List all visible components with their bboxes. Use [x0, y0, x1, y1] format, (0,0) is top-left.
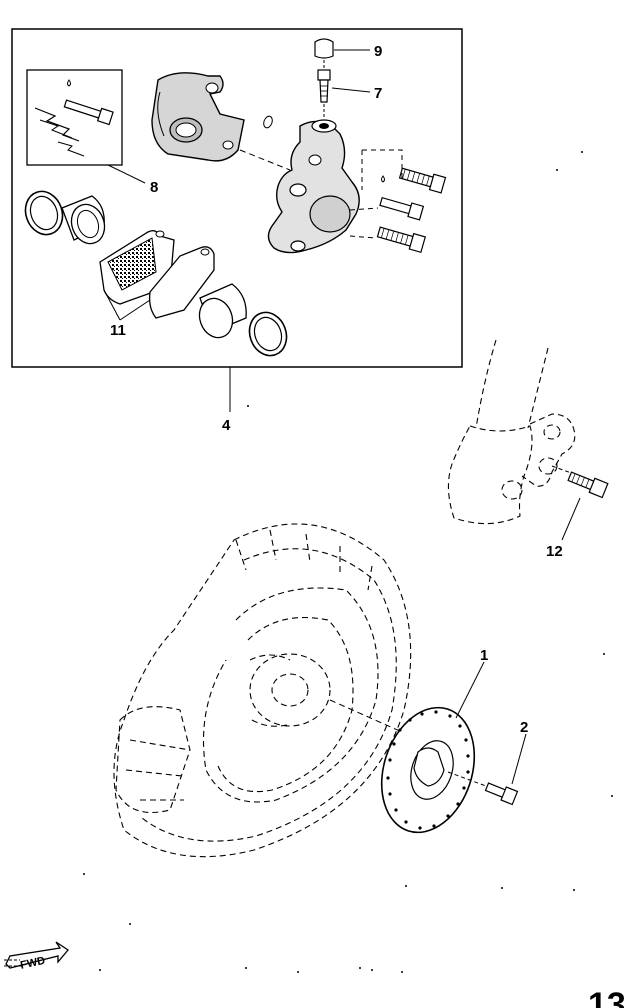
caliper-bracket — [151, 72, 245, 162]
fwd-label: FWD — [19, 955, 46, 972]
forward-arrow-icon — [4, 941, 69, 969]
leader-line-2 — [511, 733, 527, 785]
callout-8: 8 — [150, 179, 158, 196]
leader-line-11a — [103, 289, 121, 321]
scan-specks — [83, 151, 613, 973]
front-wheel-tire — [113, 523, 412, 858]
caliper-bolt-middle — [379, 196, 425, 221]
page-number: 13 — [588, 986, 624, 1008]
caliper-assembly-frame — [11, 28, 463, 368]
bleed-screw — [317, 69, 331, 103]
leader-line-8 — [107, 164, 146, 184]
callout-7: 7 — [374, 85, 382, 102]
disc-bolt — [484, 782, 519, 806]
piston-right — [198, 283, 247, 339]
bracket-bolt-inset — [26, 69, 123, 166]
callout-1: 1 — [480, 647, 488, 664]
piston-seal-right — [248, 311, 288, 357]
callout-4: 4 — [222, 417, 231, 434]
front-fork-leg — [447, 339, 576, 525]
bleed-screw-cap — [314, 38, 334, 59]
callout-11: 11 — [110, 322, 126, 339]
piston-seal-left — [24, 190, 64, 236]
leader-line-11b — [119, 299, 151, 321]
caliper-bolt-lower — [376, 226, 427, 254]
brake-disc — [380, 706, 476, 834]
callout-2: 2 — [520, 719, 528, 736]
leader-line-12 — [561, 497, 581, 541]
caliper-bolt-upper — [398, 167, 447, 194]
leader-line-7 — [331, 87, 371, 93]
brake-pad-rear — [148, 246, 215, 319]
callout-12: 12 — [546, 543, 563, 560]
callout-9: 9 — [374, 43, 382, 60]
caliper-mount-bolt — [567, 471, 609, 499]
leader-line-1 — [455, 661, 485, 719]
caliper-body — [267, 119, 360, 254]
piston-left — [61, 195, 106, 245]
